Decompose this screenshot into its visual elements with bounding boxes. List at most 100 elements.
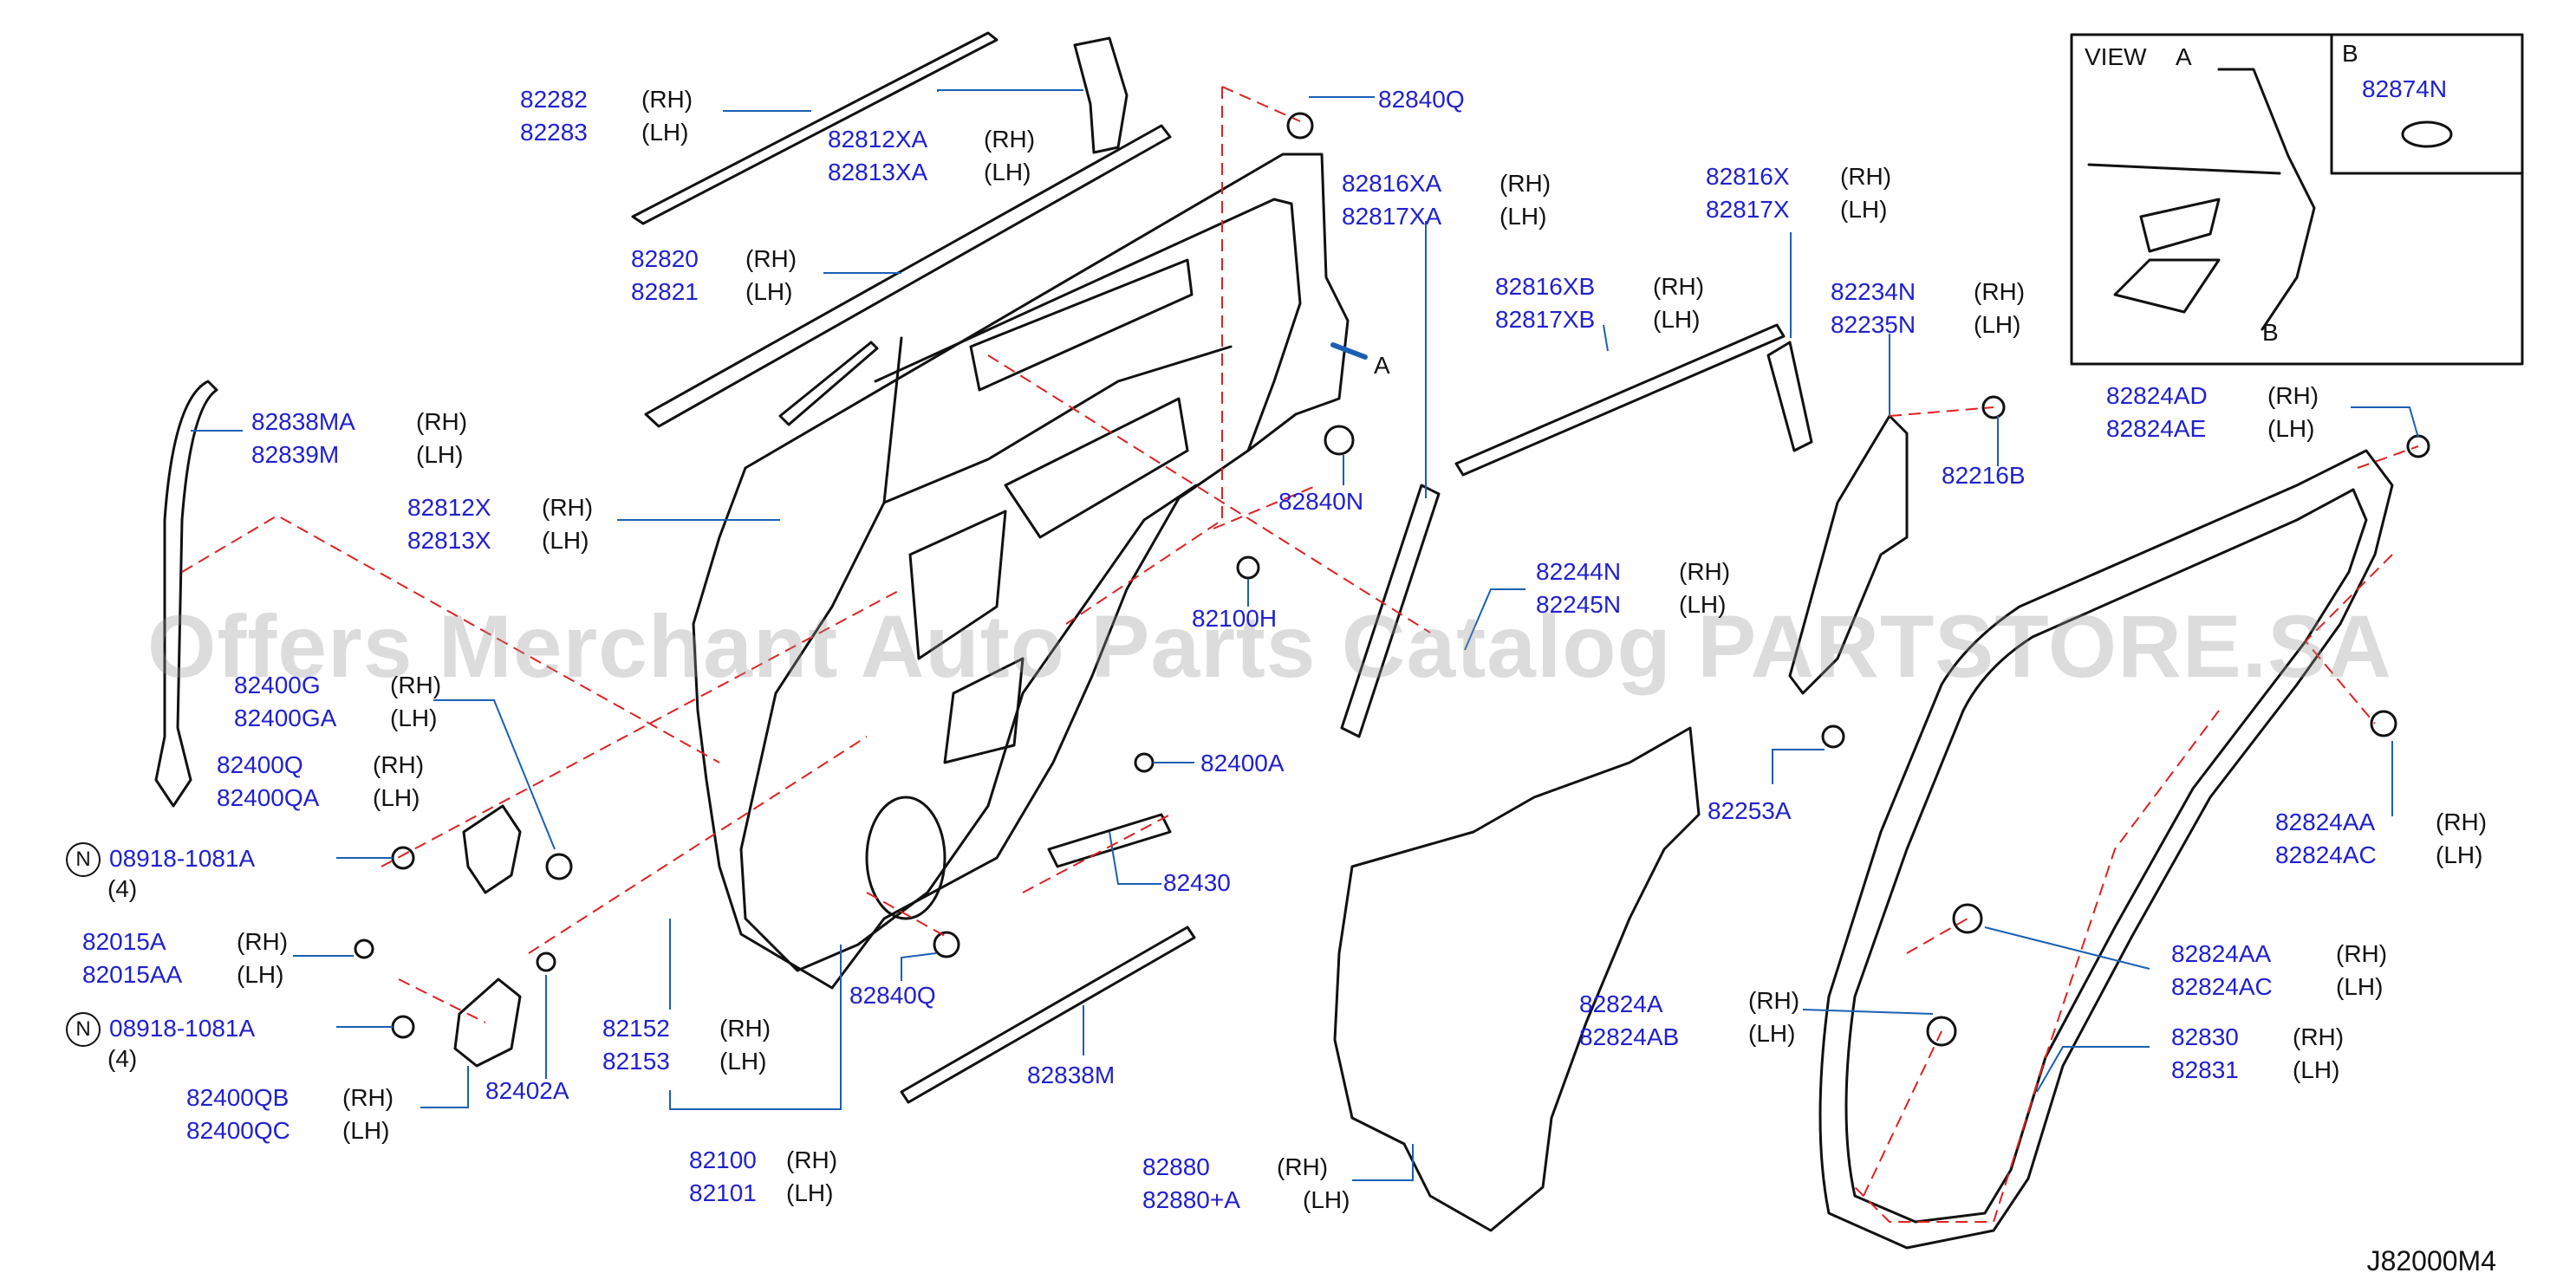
door-inner-frame (882, 345, 1233, 504)
nut-82400q (545, 853, 573, 880)
dash-7 (528, 736, 868, 954)
moulding-82816x (1766, 341, 1813, 452)
inset-detail-b-top: B (2342, 40, 2358, 67)
part-label-08918-1081a-2[interactable]: 08918-1081A (109, 1015, 256, 1042)
leader-82100 (669, 945, 842, 1110)
sealing-screen-82824a (1333, 726, 1701, 1232)
n-badge-1: N (66, 842, 101, 877)
dash-4 (987, 354, 1431, 633)
clip-82824aa-low (1952, 903, 1983, 934)
door-frame-inner (874, 198, 1302, 452)
dash-1 (181, 514, 720, 763)
inset-sketch-door (2087, 163, 2281, 314)
part-label-82402a[interactable]: 82402A (485, 1077, 569, 1104)
part-label-82430[interactable]: 82430 (1163, 869, 1231, 896)
check-link-82430 (1047, 813, 1172, 868)
leader-82400g (433, 699, 556, 850)
hinge-lower-82400qb (453, 977, 522, 1068)
inset-divider (2330, 33, 2524, 175)
part-label-82253a[interactable]: 82253A (1708, 797, 1792, 824)
belt-moulding-82816xa (1340, 484, 1441, 738)
clip-82100h (1236, 555, 1260, 580)
inset-detail-a: A (2176, 43, 2192, 70)
part-label-82840q-bottom[interactable]: 82840Q (849, 982, 936, 1009)
door-inner-hole-3 (943, 657, 1025, 764)
qty-note-1: (4) (107, 875, 138, 902)
nut-08918-1 (391, 846, 415, 870)
clip-82253a (1821, 724, 1845, 749)
hinge-upper-82400qa (462, 804, 522, 894)
leader-82430 (1109, 831, 1161, 885)
garnish-82812xa (1073, 36, 1129, 154)
part-label-82216b[interactable]: 82216B (1942, 462, 2026, 489)
view-a-arrow (1330, 342, 1368, 360)
leader-82400qb (420, 1066, 469, 1108)
dash-2 (1065, 87, 1223, 625)
part-label-82840q-top[interactable]: 82840Q (1378, 86, 1465, 113)
leader-82824a-rh (1802, 1009, 1934, 1015)
dash-9 (1022, 814, 1171, 893)
dash-8 (866, 892, 946, 937)
leader-82816xb (1603, 324, 1609, 352)
dash-15 (1854, 710, 2220, 1223)
grommet-82840q-bot (933, 931, 960, 958)
dash-11 (1889, 406, 1994, 417)
inset-part-82874n[interactable]: 82874N (2362, 75, 2448, 102)
speaker-hole (865, 796, 946, 920)
door-inner-panel (739, 336, 1198, 972)
window-moulding-82282 (631, 31, 999, 225)
leader-82824aa-low (1984, 926, 2150, 970)
leader-82840q-bot (901, 952, 937, 981)
bracket-82234n (1788, 414, 1909, 695)
part-label-82100h[interactable]: 82100H (1192, 605, 1278, 632)
dash-5 (381, 588, 902, 867)
bolt-82402a (536, 952, 556, 972)
part-label-82838m[interactable]: 82838M (1027, 1062, 1116, 1088)
clip-82824aa-up (2370, 710, 2397, 737)
inset-sketch-frame (2217, 68, 2316, 331)
sill-82838m (900, 926, 1196, 1104)
inset-box (2070, 33, 2524, 366)
bolt-82015a (354, 939, 374, 959)
part-label-08918-1081a-1[interactable]: 08918-1081A (109, 845, 256, 872)
dash-12 (1906, 918, 1968, 954)
diagram-code: J82000M4 (2366, 1245, 2496, 1276)
n-badge-2: N (66, 1012, 101, 1047)
leader-82824ad (2351, 406, 2419, 438)
part-label-82840n[interactable]: 82840N (1278, 488, 1364, 515)
dash-3 (1221, 86, 1301, 122)
leader-82812xa (937, 89, 1083, 92)
door-outer-panel (692, 153, 1350, 990)
weatherstrip-82820 (644, 124, 1172, 428)
clip-82830 (1926, 1016, 1957, 1047)
part-label-82400a[interactable]: 82400A (1200, 750, 1285, 776)
inset-grommet (2401, 120, 2453, 148)
door-seal-82830 (1818, 449, 2394, 1250)
door-seal-inner (1844, 488, 2368, 1224)
grommet-82840n (1324, 425, 1355, 456)
watermark: Offers Merchant Auto Parts Catalog PARTS… (147, 597, 2392, 696)
bolt-82400a (1134, 752, 1155, 773)
